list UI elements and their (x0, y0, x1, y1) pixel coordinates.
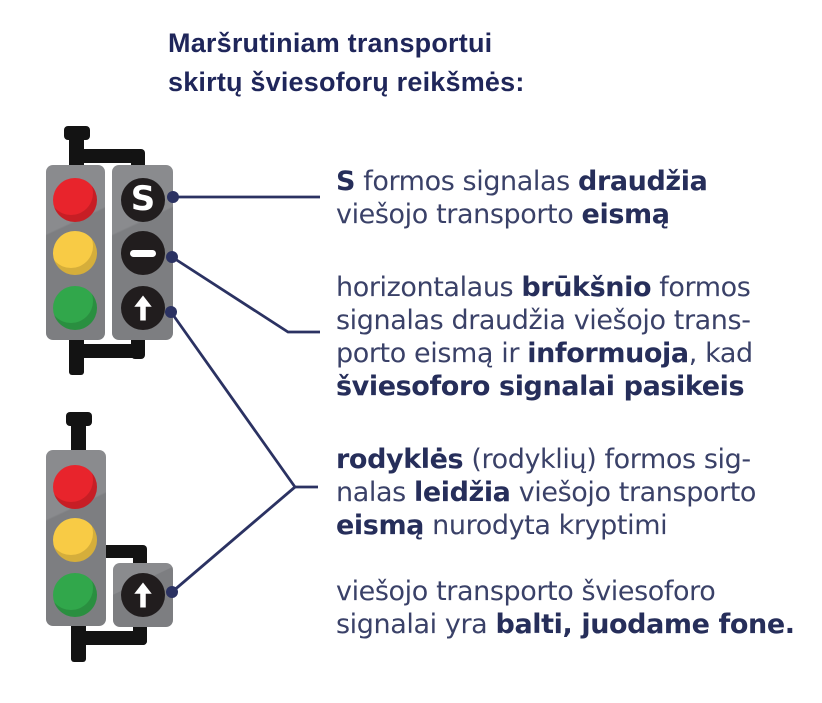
red-light (53, 465, 97, 509)
green-light (53, 286, 97, 330)
page-title-line-1: Maršrutiniam transportui (168, 28, 493, 58)
connector-dash-signal (171, 255, 320, 334)
pole-cap (64, 126, 90, 140)
pole-cap (66, 412, 92, 426)
page-title: Maršrutiniam transportui skirtų šviesofo… (168, 24, 525, 102)
bracket-top-arm (69, 149, 145, 163)
dash-signal (121, 231, 165, 275)
bracket-bottom-arm (76, 631, 147, 645)
dash-icon (130, 249, 156, 257)
connector-arrow-top (169, 311, 318, 489)
red-light (53, 178, 97, 222)
green-light (53, 573, 97, 617)
arrow-signal-bottom (121, 573, 165, 617)
arrow-up-icon (134, 582, 152, 608)
s-signal: S (121, 178, 165, 222)
paragraph-arrow-signal: rodyklės (rodyklių) formos sig-nalas lei… (336, 444, 757, 541)
connector-arrow-bottom (171, 485, 296, 594)
bracket-bottom-arm (69, 344, 145, 358)
page-title-line-2: skirtų šviesoforų reikšmės: (168, 67, 525, 97)
s-signal-icon: S (130, 179, 156, 219)
arrow-signal-top (121, 286, 165, 330)
yellow-light (53, 518, 97, 562)
yellow-light (53, 231, 97, 275)
arrow-up-icon (134, 295, 152, 321)
